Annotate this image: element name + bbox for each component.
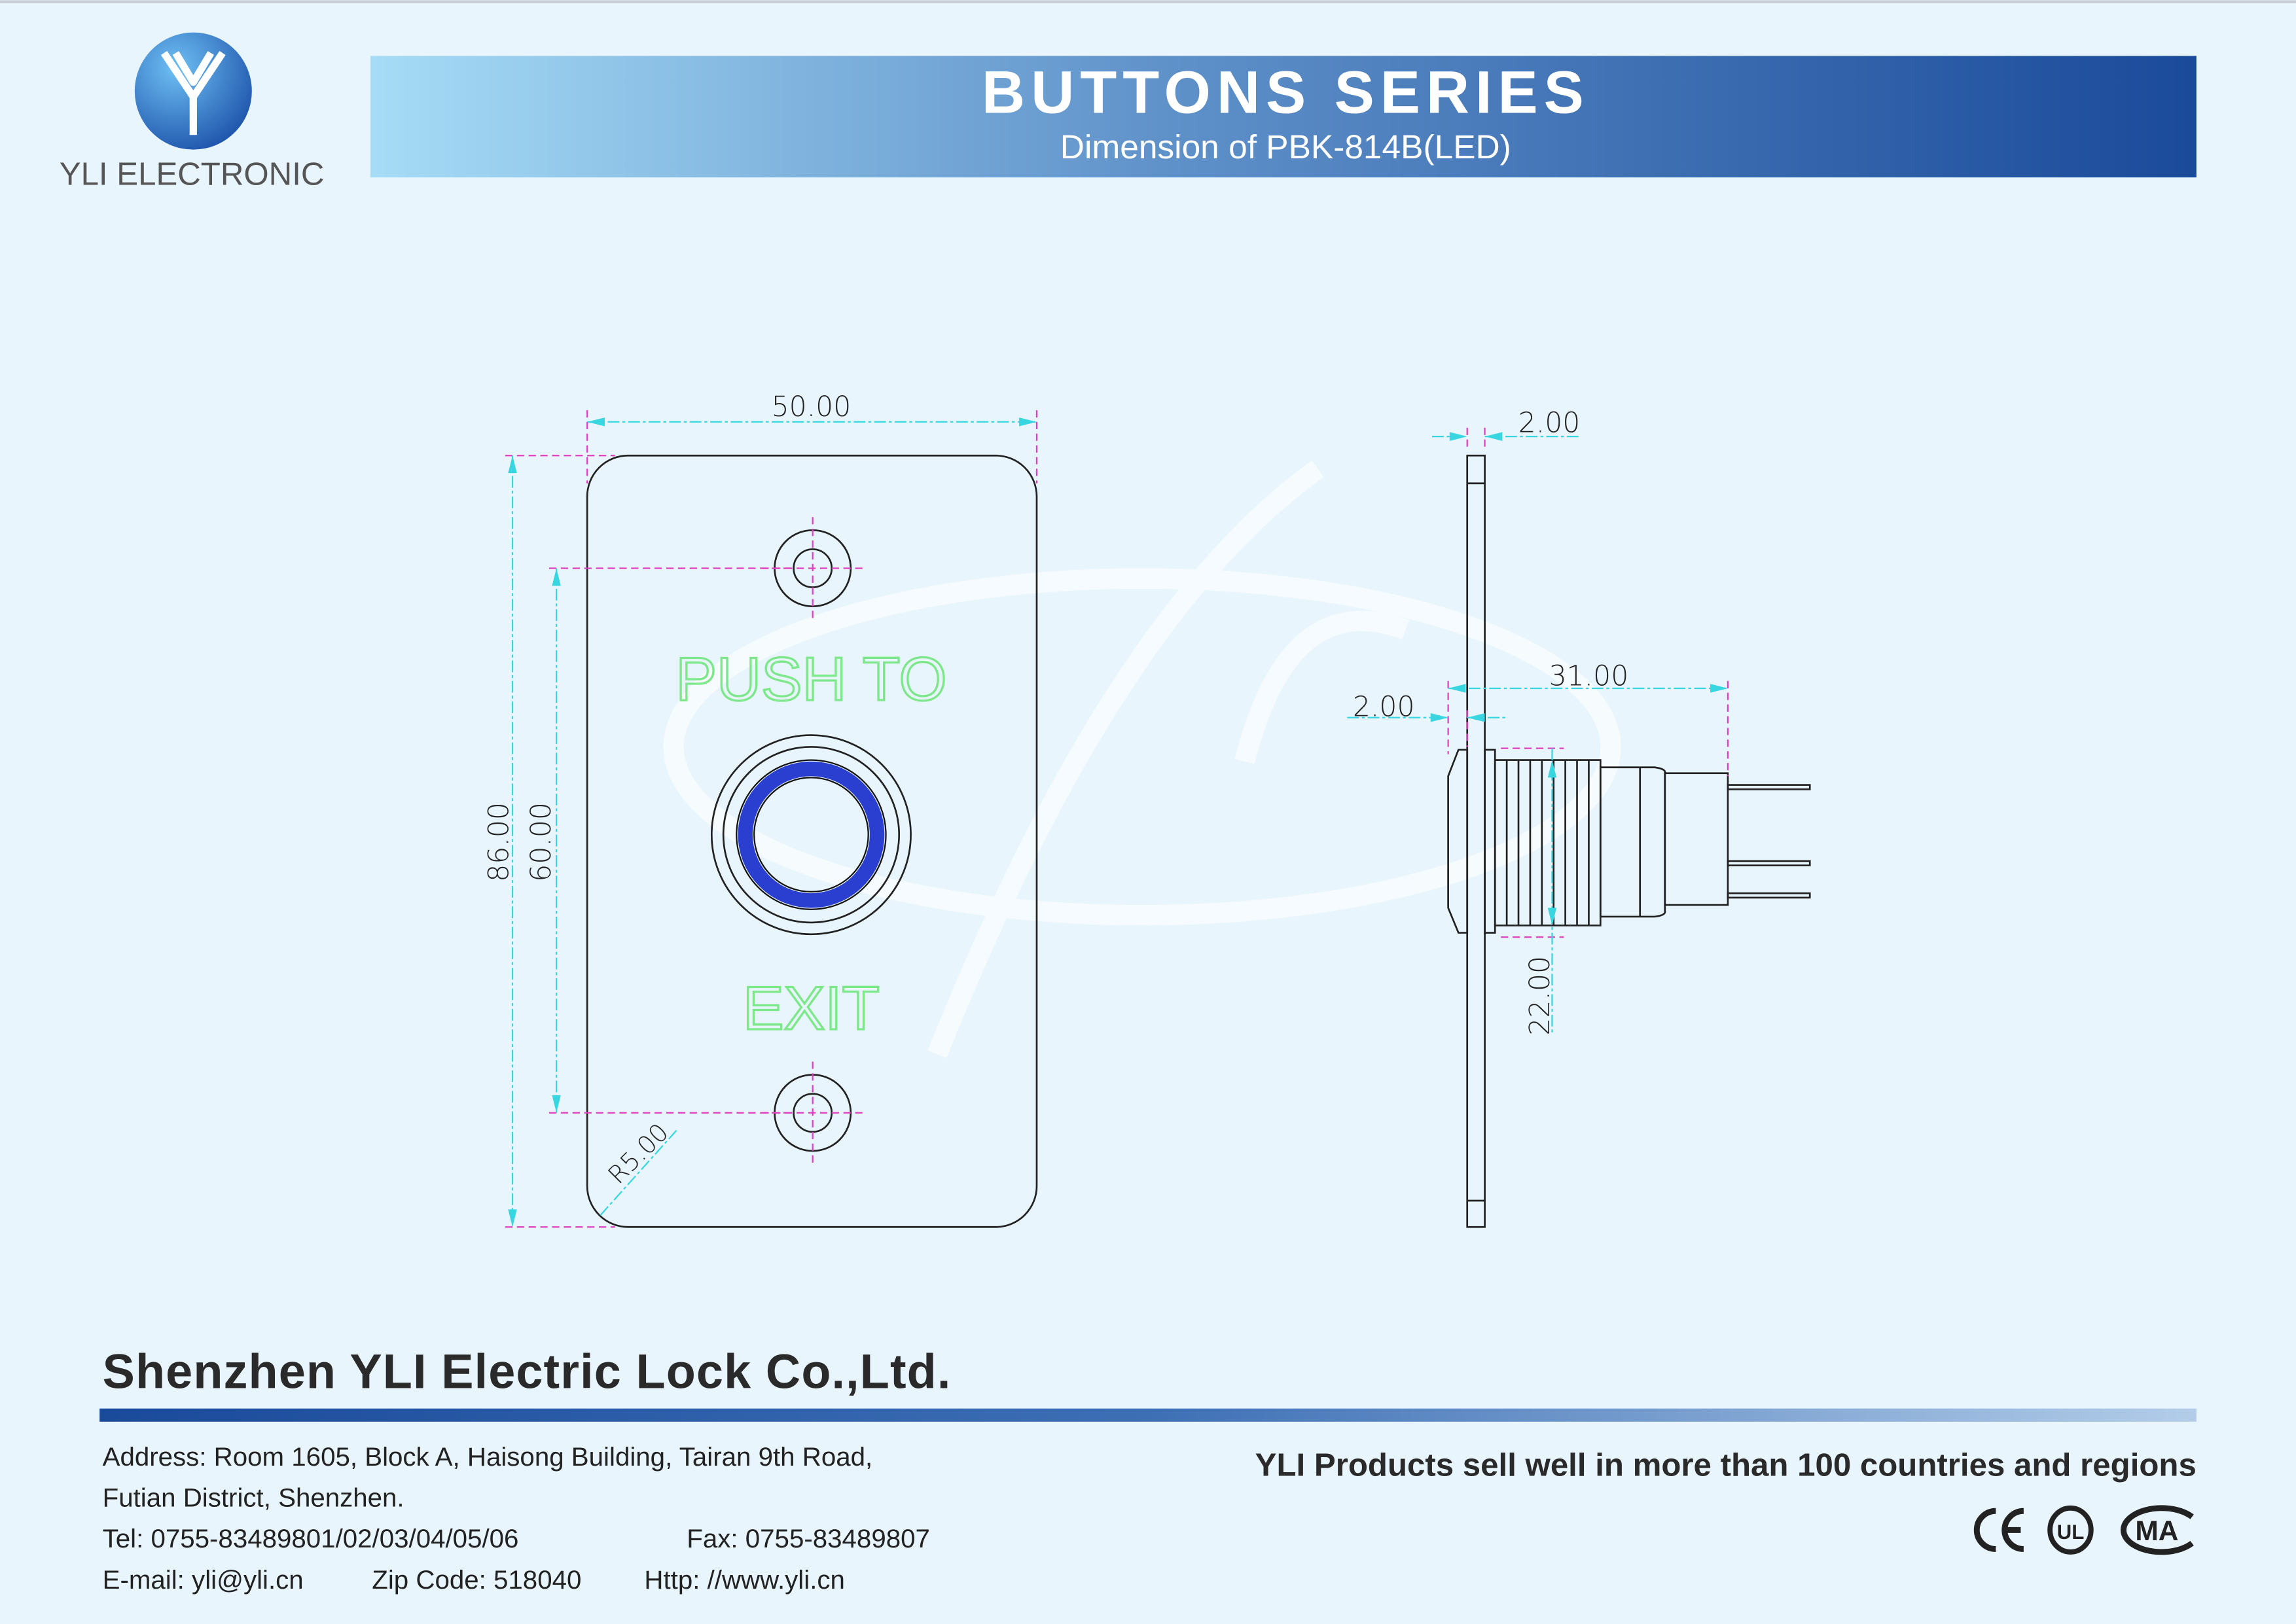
cma-mark-label: MA xyxy=(2135,1516,2178,1547)
address-line-2: Futian District, Shenzhen. xyxy=(103,1483,404,1513)
fax: Fax: 0755-83489807 xyxy=(687,1524,930,1553)
ce-mark-icon xyxy=(1973,1508,2024,1552)
dim-width: 50.00 xyxy=(772,391,852,423)
dim-plate-thickness: 2.00 xyxy=(1518,407,1581,439)
website-link[interactable]: Http: //www.yli.cn xyxy=(644,1565,845,1595)
ul-mark-label: UL xyxy=(2057,1521,2085,1544)
dim-depth: 31.00 xyxy=(1549,660,1629,692)
header-banner: BUTTONS SERIES Dimension of PBK-814B(LED… xyxy=(370,56,2197,178)
page-title: BUTTONS SERIES xyxy=(982,60,1590,126)
brand-name: YLI ELECTRONIC xyxy=(60,156,325,192)
dim-thread-diameter: 22.00 xyxy=(1524,956,1556,1036)
address-line-1: Address: Room 1605, Block A, Haisong Bui… xyxy=(103,1442,873,1472)
zip-code: Zip Code: 518040 xyxy=(372,1565,581,1595)
cma-mark-icon: MA xyxy=(2120,1505,2194,1555)
watermark-logo xyxy=(663,460,1621,1059)
company-logo: YLI ELECTRONIC xyxy=(60,32,325,192)
footer-divider xyxy=(99,1408,2197,1422)
front-view-drawing: PUSH TO EXIT 50.00 86.00 60.00 R5.00 xyxy=(483,391,1038,1228)
side-view-drawing: 2.00 31.00 2.00 22.00 xyxy=(1347,407,1811,1228)
engraving-exit: EXIT xyxy=(743,974,880,1042)
terminal-pins xyxy=(1727,784,1811,899)
dim-height: 86.00 xyxy=(483,802,515,882)
dim-bezel: 2.00 xyxy=(1353,691,1415,723)
slogan: YLI Products sell well in more than 100 … xyxy=(1255,1447,2197,1483)
telephone: Tel: 0755-83489801/02/03/04/05/06 xyxy=(103,1524,519,1553)
email: E-mail: yli@yli.cn xyxy=(103,1565,304,1595)
footer: Shenzhen YLI Electric Lock Co.,Ltd. Addr… xyxy=(99,1344,2197,1595)
page-subtitle: Dimension of PBK-814B(LED) xyxy=(1060,128,1511,166)
dim-hole-spacing: 60.00 xyxy=(526,802,558,882)
push-button xyxy=(710,734,912,936)
engraving-push-to: PUSH TO xyxy=(675,644,946,713)
company-name: Shenzhen YLI Electric Lock Co.,Ltd. xyxy=(103,1344,952,1398)
ul-mark-icon: UL xyxy=(2047,1505,2094,1555)
